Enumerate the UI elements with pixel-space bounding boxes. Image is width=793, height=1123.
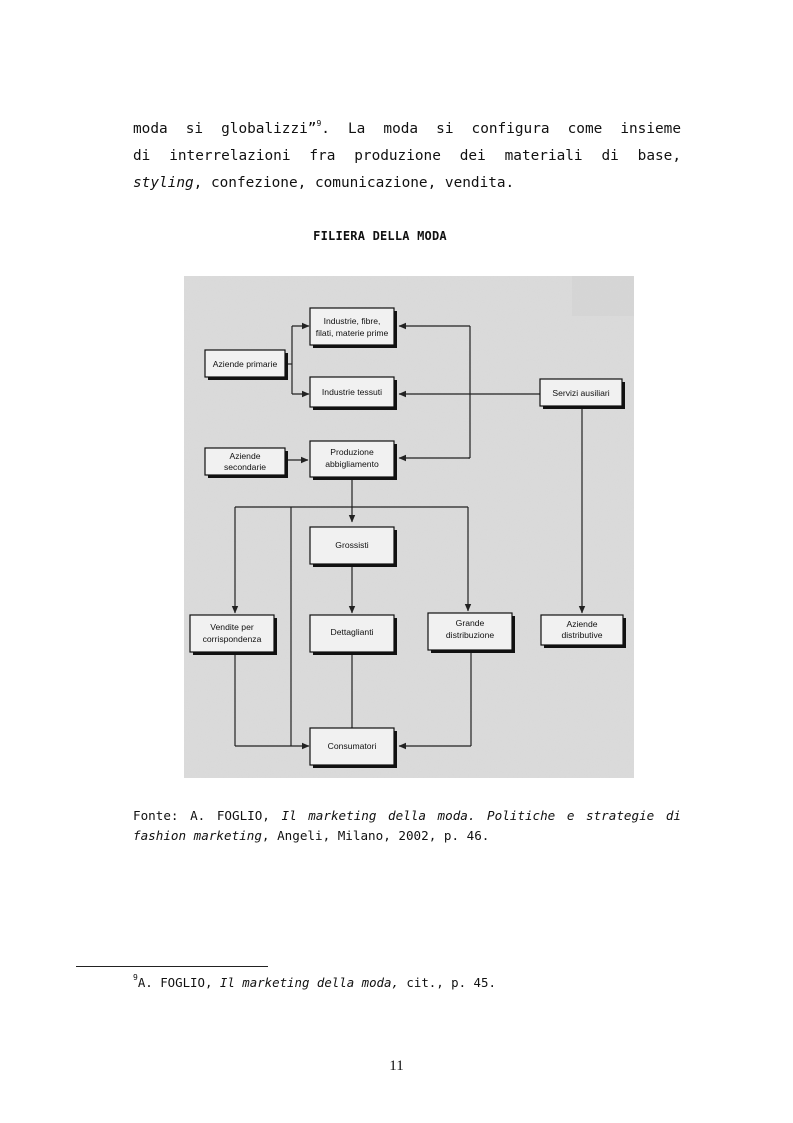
box-label: corrispondenza — [203, 634, 262, 644]
source-citation: Fonte: A. FOGLIO, Il marketing della mod… — [133, 806, 681, 846]
source-prefix: Fonte: A. FOGLIO, — [133, 808, 282, 823]
box-label: Dettaglianti — [331, 627, 374, 637]
box-label: Servizi ausiliari — [552, 388, 609, 398]
box-label: Aziende — [229, 451, 260, 461]
box-aziende-secondarie: Aziende secondarie — [204, 447, 288, 478]
paragraph-line-2: di interrelazioni fra produzione dei mat… — [133, 143, 681, 170]
footnote-reference[interactable]: 9 — [316, 119, 322, 128]
source-suffix: , Angeli, Milano, 2002, p. 46. — [261, 828, 490, 843]
paragraph-line-1: moda si globalizzi”9. La moda si configu… — [133, 116, 681, 143]
box-label: Produzione — [330, 447, 374, 457]
footnote-author: A. FOGLIO, — [137, 975, 220, 990]
box-produzione-abbigliamento: Produzione abbigliamento — [309, 440, 397, 480]
box-grossisti: Grossisti — [309, 526, 397, 567]
connector-lines — [231, 322, 586, 750]
box-vendite-corrispondenza: Vendite per corrispondenza — [189, 614, 277, 655]
box-aziende-distributive: Aziende distributive — [540, 614, 626, 648]
box-label: Grossisti — [335, 540, 369, 550]
supply-chain-diagram: Industrie, fibre, filati, materie prime … — [184, 276, 634, 778]
page-number: 11 — [389, 1058, 404, 1074]
footnote-rest: cit., p. 45. — [398, 975, 496, 990]
footnote-number: 9 — [133, 973, 138, 982]
box-aziende-primarie: Aziende primarie — [204, 349, 288, 380]
box-label: filati, materie prime — [316, 328, 389, 338]
footnote-title: Il marketing della moda, — [219, 975, 399, 990]
box-label: Consumatori — [328, 741, 377, 751]
box-servizi-ausiliari: Servizi ausiliari — [539, 378, 625, 409]
box-label: Aziende — [566, 619, 597, 629]
footnote-separator — [76, 966, 268, 967]
box-label: distribuzione — [446, 630, 494, 640]
box-label: Vendite per — [210, 622, 254, 632]
figure-title: FILIERA DELLA MODA — [313, 229, 447, 243]
box-label: Industrie tessuti — [322, 387, 382, 397]
box-industrie-tessuti: Industrie tessuti — [309, 376, 397, 410]
paragraph-line-3: styling, confezione, comunicazione, vend… — [133, 170, 681, 197]
paragraph-text: , confezione, comunicazione, vendita. — [193, 175, 515, 191]
box-label: distributive — [561, 630, 602, 640]
footnote: 9A. FOGLIO, Il marketing della moda, cit… — [133, 974, 496, 992]
box-grande-distribuzione: Grande distribuzione — [427, 612, 515, 653]
box-industrie-fibre: Industrie, fibre, filati, materie prime — [309, 307, 397, 348]
box-label: abbigliamento — [325, 459, 379, 469]
box-label: Aziende primarie — [213, 359, 278, 369]
box-dettaglianti: Dettaglianti — [309, 614, 397, 655]
box-label: secondarie — [224, 462, 266, 472]
box-label: Grande — [456, 618, 485, 628]
box-consumatori: Consumatori — [309, 727, 397, 768]
paragraph-text: . La moda si configura come insieme — [321, 121, 681, 137]
paragraph-text: moda si globalizzi” — [133, 121, 317, 137]
body-paragraph: moda si globalizzi”9. La moda si configu… — [133, 116, 681, 197]
paragraph-text: di interrelazioni fra produzione dei mat… — [133, 148, 681, 164]
box-label: Industrie, fibre, — [324, 316, 381, 326]
source-title: Il marketing della moda. Politiche e str… — [133, 808, 681, 843]
paragraph-emphasis: styling — [133, 175, 194, 191]
figure-source: Fonte: A. FOGLIO, Il marketing della mod… — [133, 806, 681, 846]
